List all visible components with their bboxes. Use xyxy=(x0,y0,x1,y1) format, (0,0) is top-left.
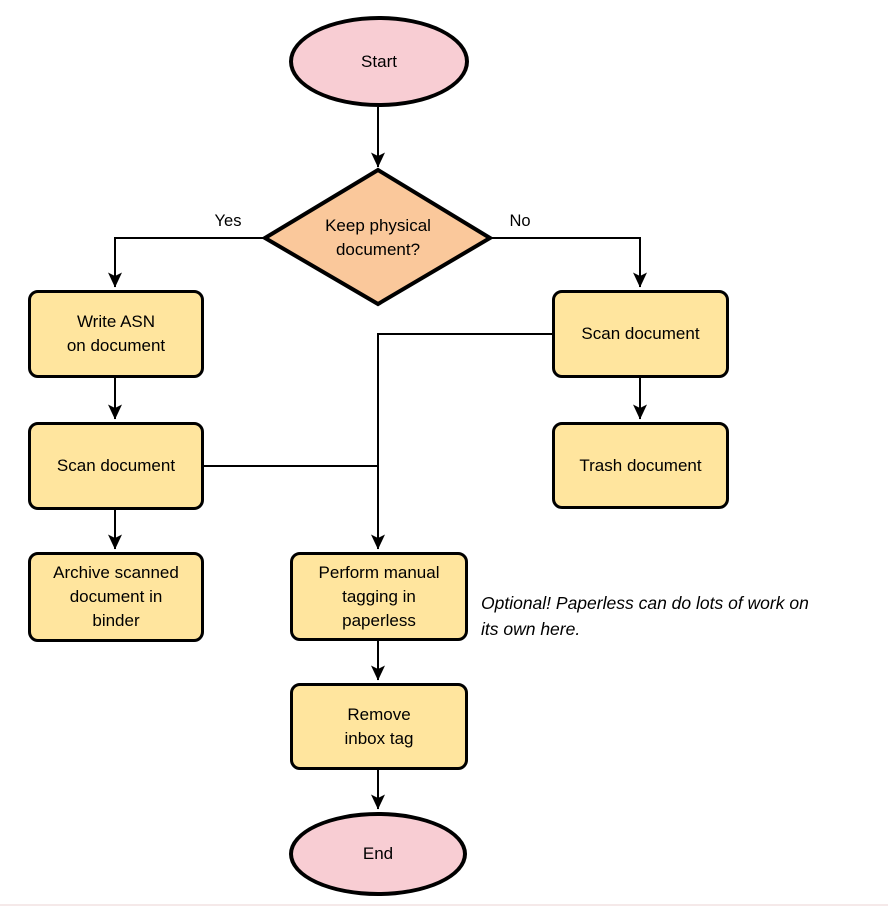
node-remove-inbox-tag-label: Remove inbox tag xyxy=(344,704,414,748)
edge-scan-right-to-tagging xyxy=(371,333,552,550)
node-end-label: End xyxy=(362,844,394,863)
node-archive-document-label: Archive scanned document in binder xyxy=(53,563,179,630)
edge-decision-yes-to-write-asn xyxy=(108,237,265,288)
node-scan-document-right-label: Scan document xyxy=(581,324,700,343)
node-trash-document: Trash document xyxy=(552,422,729,509)
node-trash-document-label: Trash document xyxy=(579,455,702,475)
node-scan-document-left: Scan document xyxy=(28,422,204,510)
branch-label-no: No xyxy=(499,211,541,231)
node-write-asn-label: Write ASN on document xyxy=(66,312,166,355)
edge-decision-no-to-scan-right xyxy=(490,237,647,288)
branch-label-yes: Yes xyxy=(205,211,251,231)
node-end: End xyxy=(289,812,467,896)
node-manual-tagging: Perform manual tagging in paperless xyxy=(290,552,468,641)
bottom-divider xyxy=(0,904,888,906)
node-archive-document: Archive scanned document in binder xyxy=(28,552,204,642)
node-write-asn: Write ASN on document xyxy=(28,290,204,378)
optional-note: Optional! Paperless can do lots of work … xyxy=(481,593,809,639)
node-remove-inbox-tag: Remove inbox tag xyxy=(290,683,468,770)
node-decision-label: Keep physical document? xyxy=(325,216,431,259)
node-scan-document-left-label: Scan document xyxy=(56,456,176,475)
node-decision: Keep physical document? xyxy=(283,199,473,277)
node-start: Start xyxy=(289,16,469,107)
node-start-label: Start xyxy=(361,51,397,71)
node-scan-document-right: Scan document xyxy=(552,290,729,378)
node-manual-tagging-label: Perform manual tagging in paperless xyxy=(318,562,440,630)
